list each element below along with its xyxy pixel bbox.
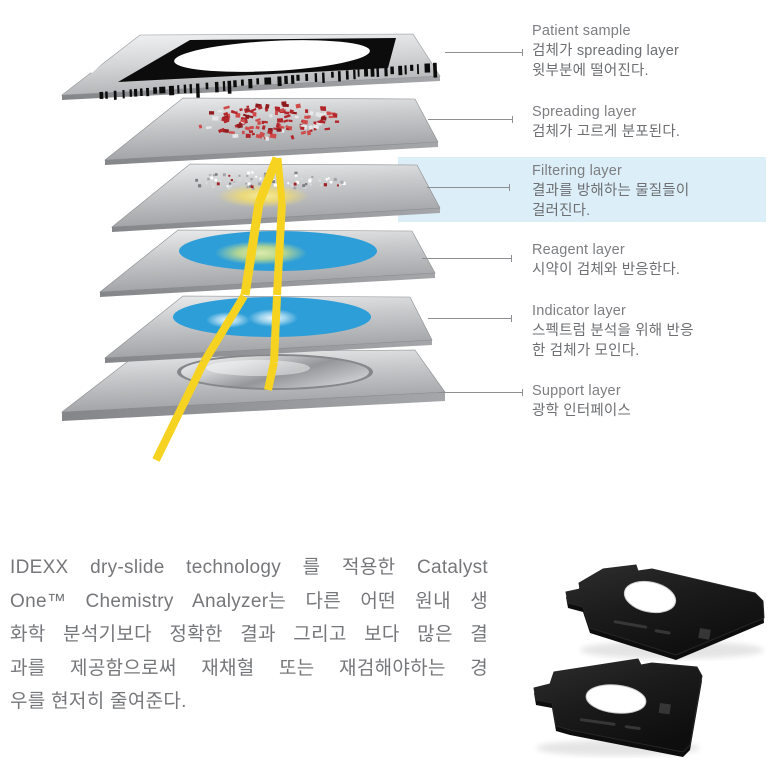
slide-markings [613, 620, 711, 640]
slide-markings [579, 703, 671, 731]
layer-desc-line: 광학 인터페이스 [532, 403, 632, 419]
layer-label-spreading: Spreading layer 검체가 고르게 분포된다. [532, 102, 680, 142]
paragraph-line: 화학 분석기보다 정확한 결과 그리고 보다 많은 결 [10, 624, 488, 645]
layer-desc-line: 검체가 고르게 분포된다. [532, 124, 681, 140]
layer-desc-line: 스펙트럼 분석을 위해 반응 [532, 323, 694, 339]
slide-notch [86, 59, 104, 73]
paragraph-line: 우를 현저히 줄여준다. [10, 691, 187, 712]
connector-reagent [422, 255, 512, 262]
layer-desc-line: 검체가 spreading layer [532, 43, 679, 59]
connector-support [438, 389, 523, 396]
layer-title: Filtering layer [532, 163, 623, 179]
layer-label-support: Support layer 광학 인터페이스 [532, 381, 631, 421]
connector-spreading [428, 116, 513, 123]
layer-label-indicator: Indicator layer 스펙트럼 분석을 위해 반응 한 검체가 모인다… [532, 301, 694, 361]
layer-desc-line: 윗부분에 떨어진다. [532, 63, 649, 79]
layer-desc-line: 걸러진다. [532, 203, 591, 219]
reagent-layer-plate [99, 229, 436, 297]
slide-layers-illustration [61, 33, 446, 462]
blood-sample-spread [198, 101, 340, 141]
slide-bottom [533, 658, 703, 757]
layer-label-filtering: Filtering layer 결과를 방해하는 물질들이 걸러진다. [532, 161, 689, 221]
layer-title: Patient sample [532, 23, 631, 39]
sample-window [174, 40, 370, 72]
slide-window [585, 684, 647, 714]
layer-desc-line: 시약이 검체와 반응한다. [532, 262, 681, 278]
paragraph-line: 과를 제공함으로써 재채혈 또는 재검해야하는 경 [10, 657, 488, 679]
filtering-layer-plate [111, 163, 441, 232]
barcode-comb [99, 62, 438, 100]
layer-title: Support layer [532, 383, 621, 399]
layer-desc-line: 결과를 방해하는 물질들이 [532, 183, 690, 199]
catalyst-slides-photo [533, 564, 765, 757]
spreading-layer-plate [104, 97, 439, 165]
layer-title: Spreading layer [532, 104, 637, 120]
patient-sample-plate [61, 33, 441, 100]
connector-indicator [428, 315, 512, 322]
filtering-highlight-band [398, 157, 766, 222]
layer-desc-line: 한 검체가 모인다. [532, 343, 640, 359]
intro-paragraph: IDEXX dry-slide technology 를 적용한 Catalys… [10, 551, 488, 719]
connector-patient-sample [445, 49, 523, 56]
layer-label-reagent: Reagent layer 시약이 검체와 반응한다. [532, 240, 680, 280]
light-beams [152, 156, 286, 462]
layer-title: Reagent layer [532, 242, 625, 258]
layer-label-patient-sample: Patient sample 검체가 spreading layer 윗부분에 … [532, 21, 679, 81]
connector-filtering [427, 184, 510, 191]
paragraph-line: One™ Chemistry Analyzer는 다른 어떤 원내 생 [10, 590, 488, 612]
paragraph-line: IDEXX dry-slide technology 를 적용한 Catalys… [10, 557, 488, 578]
slide-window [623, 580, 677, 614]
slide-top [565, 564, 765, 660]
layer-title: Indicator layer [532, 303, 627, 319]
